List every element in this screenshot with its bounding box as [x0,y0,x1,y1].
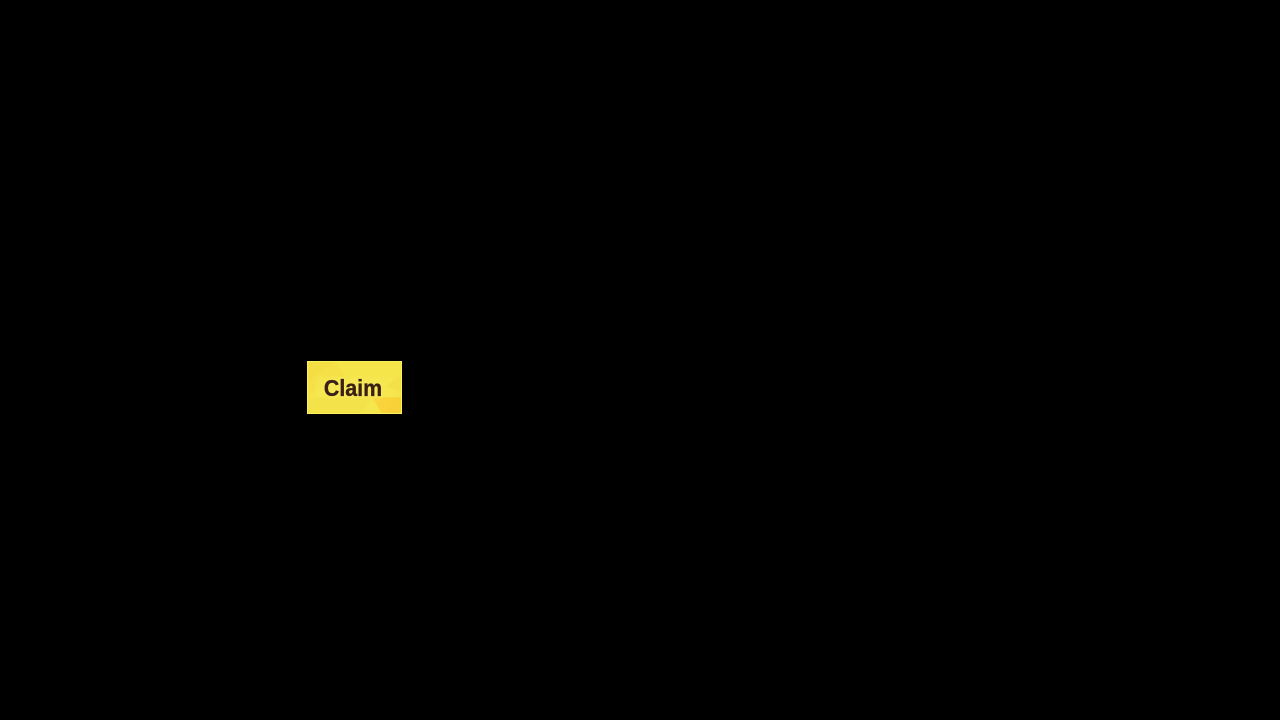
svg-text:Claim: Claim [324,375,382,401]
svg-text:Claim: Claim [324,375,382,401]
